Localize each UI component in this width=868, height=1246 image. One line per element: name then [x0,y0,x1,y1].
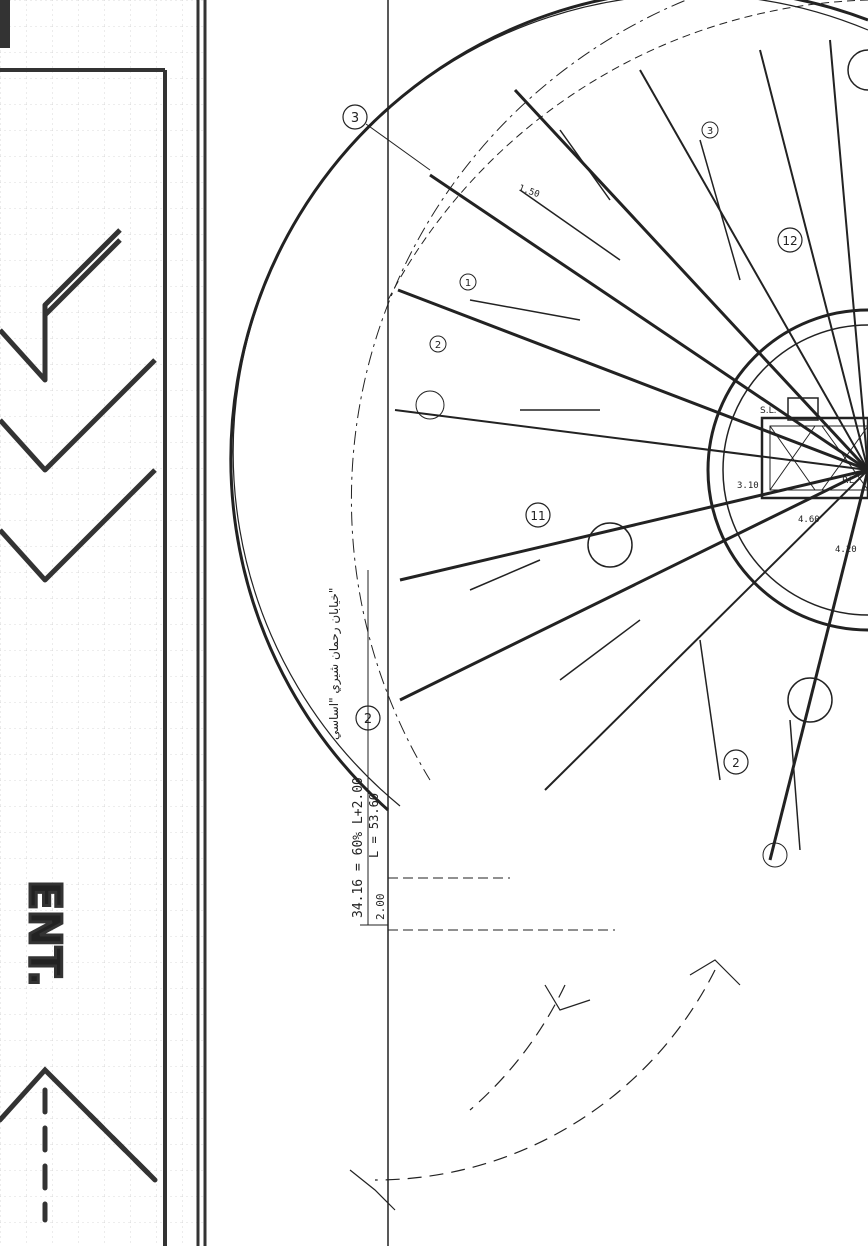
street-name: خيابان رحمان شيري "اساسي" [327,588,342,740]
dimension-150: 1.50 [517,183,541,200]
dimension-310: 3.10 [737,481,759,491]
svg-text:1: 1 [465,278,471,289]
dimension-460: 4.60 [798,515,820,525]
unit-number-12: 12 [777,227,803,253]
room-number-3: 3 [701,121,719,139]
svg-text:11: 11 [530,509,545,523]
svg-text:3: 3 [351,111,359,126]
room-number-1: 1 [459,273,477,291]
dimension-420: 4.20 [835,545,857,555]
svg-text:2: 2 [364,712,372,727]
circular-plan [229,0,868,1246]
svg-text:12: 12 [782,234,797,248]
svg-text:2: 2 [435,340,441,351]
offset-dimension: 2.00 [374,894,387,921]
lift-label: P.L. [842,476,857,486]
dimension-formula: 34.16 = 60% L+2.00 [351,777,366,918]
unit-number-11: 11 [525,502,551,528]
svg-text:3: 3 [707,126,713,137]
room-number-2: 2 [429,335,447,353]
axis-marker-3: 3 [342,104,431,171]
double-chevron-icon [0,228,157,583]
grid-panel [0,0,207,1246]
axis-marker-2: 2 [355,705,381,731]
dashed-arrow-up-icon [0,1066,158,1223]
length-label: L = 53.60 [367,793,381,858]
unit-number-2: 2 [723,749,749,775]
entrance-label: ENT. [19,880,70,987]
svg-text:2: 2 [732,756,740,770]
stair-label: S.L. [760,406,776,416]
